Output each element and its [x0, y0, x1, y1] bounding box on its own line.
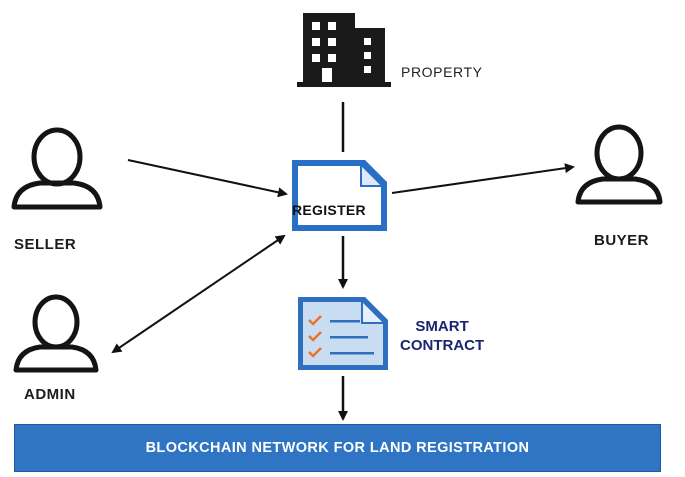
admin-person-icon	[13, 294, 99, 373]
admin-register-arrow	[111, 234, 286, 354]
seller-to-register-arrow	[127, 159, 288, 198]
register-to-buyer-arrow	[391, 163, 575, 194]
property-label: PROPERTY	[401, 64, 483, 80]
blockchain-network-label: BLOCKCHAIN NETWORK FOR LAND REGISTRATION	[145, 440, 530, 456]
admin-label: ADMIN	[24, 386, 76, 403]
building-icon	[297, 13, 391, 87]
blockchain-network-bar: BLOCKCHAIN NETWORK FOR LAND REGISTRATION	[14, 424, 661, 472]
seller-person-icon	[11, 127, 103, 210]
seller-label: SELLER	[14, 236, 77, 253]
smart-contract-label: SMART CONTRACT	[400, 317, 484, 355]
register-label: REGISTER	[292, 202, 366, 218]
document-icon	[292, 160, 387, 231]
smart-contract-label-line2: CONTRACT	[400, 337, 485, 354]
buyer-label: BUYER	[594, 232, 650, 249]
buyer-person-icon	[575, 124, 663, 205]
smart-contract-label-line1: SMART	[415, 318, 469, 335]
checklist-icon	[298, 297, 388, 370]
